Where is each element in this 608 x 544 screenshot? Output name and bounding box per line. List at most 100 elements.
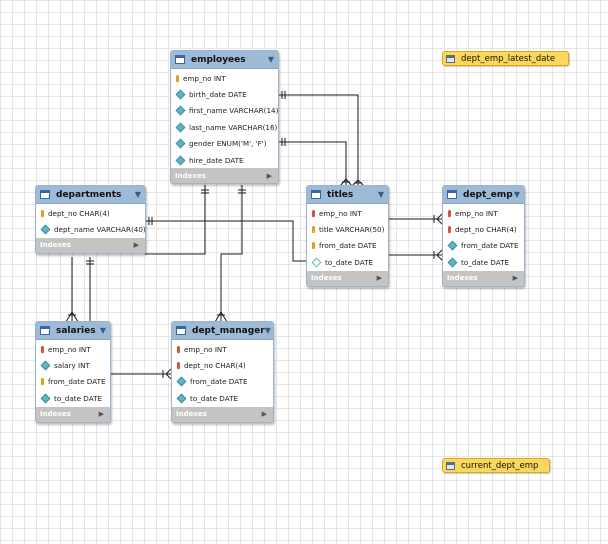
column-row[interactable]: from_date DATE (36, 374, 110, 390)
expand-arrow-icon[interactable]: ▶ (133, 241, 139, 250)
table-name: titles (327, 189, 354, 200)
column-label: from_date DATE (319, 241, 377, 251)
view-name: dept_emp_latest_date (461, 53, 556, 64)
column-row[interactable]: first_name VARCHAR(14) (171, 103, 278, 119)
column-diamond-icon (447, 257, 458, 268)
rel-employees-titles-2 (278, 141, 347, 186)
view-dept-emp-latest-date[interactable]: dept_emp_latest_date (442, 51, 569, 66)
table-icon (40, 326, 50, 335)
table-name: salaries (56, 325, 96, 336)
column-row[interactable]: emp_no INT (307, 205, 388, 221)
expand-arrow-icon[interactable]: ▶ (261, 410, 267, 419)
column-row[interactable]: emp_no INT (443, 205, 524, 221)
view-current-dept-emp[interactable]: current_dept_emp (442, 458, 550, 473)
column-row[interactable]: to_date DATE (307, 254, 388, 270)
column-label: dept_no CHAR(4) (48, 208, 110, 218)
column-diamond-icon (175, 138, 186, 149)
column-row[interactable]: from_date DATE (307, 238, 388, 254)
column-row[interactable]: dept_no CHAR(4) (36, 205, 145, 221)
table-header[interactable]: dept_manager ▼ (172, 322, 273, 340)
column-diamond-icon (40, 360, 51, 371)
column-row[interactable]: last_name VARCHAR(16) (171, 119, 278, 135)
column-row[interactable]: emp_no INT (172, 341, 273, 357)
indexes-label: Indexes (311, 274, 342, 283)
collapse-arrow-icon[interactable]: ▼ (267, 55, 274, 64)
collapse-arrow-icon[interactable]: ▼ (134, 190, 141, 199)
table-header[interactable]: employees ▼ (171, 51, 278, 69)
view-name: current_dept_emp (461, 460, 539, 471)
expand-arrow-icon[interactable]: ▶ (266, 171, 272, 180)
column-label: title VARCHAR(50) (319, 225, 385, 235)
column-row[interactable]: title VARCHAR(50) (307, 221, 388, 237)
column-row[interactable]: salary INT (36, 357, 110, 373)
column-label: emp_no INT (319, 208, 362, 218)
column-row[interactable]: to_date DATE (443, 254, 524, 270)
column-row[interactable]: birth_date DATE (171, 86, 278, 102)
collapse-arrow-icon[interactable]: ▼ (377, 190, 384, 199)
table-salaries[interactable]: salaries ▼ emp_no INT salary INT from_da… (35, 321, 111, 423)
indexes-label: Indexes (176, 410, 207, 419)
column-row[interactable]: dept_name VARCHAR(40) (36, 221, 145, 237)
foreign-key-icon (448, 226, 451, 234)
table-header[interactable]: dept_emp ▼ (443, 186, 524, 204)
column-label: to_date DATE (325, 257, 373, 267)
column-label: from_date DATE (190, 377, 248, 387)
expand-arrow-icon[interactable]: ▶ (98, 410, 104, 419)
collapse-arrow-icon[interactable]: ▼ (264, 326, 271, 335)
indexes-bar[interactable]: Indexes▶ (171, 168, 278, 184)
column-row[interactable]: emp_no INT (36, 341, 110, 357)
column-diamond-icon (447, 241, 458, 251)
column-row[interactable]: gender ENUM('M', 'F') (171, 136, 278, 152)
column-diamond-icon (176, 377, 187, 387)
column-row[interactable]: hire_date DATE (171, 152, 278, 168)
table-header[interactable]: salaries ▼ (36, 322, 110, 340)
column-diamond-outline-icon (311, 257, 322, 268)
column-diamond-icon (40, 393, 51, 404)
column-row[interactable]: to_date DATE (36, 390, 110, 406)
table-name: employees (191, 54, 246, 65)
table-dept-emp[interactable]: dept_emp ▼ emp_no INT dept_no CHAR(4) fr… (442, 185, 525, 287)
column-label: hire_date DATE (189, 155, 244, 165)
primary-key-icon (176, 74, 179, 82)
column-row[interactable]: dept_no CHAR(4) (172, 357, 273, 373)
column-diamond-icon (176, 393, 187, 404)
rel-employees-titles (278, 94, 359, 186)
column-label: emp_no INT (183, 73, 226, 83)
indexes-bar[interactable]: Indexes▶ (36, 237, 145, 253)
column-label: to_date DATE (190, 393, 238, 403)
column-row[interactable]: from_date DATE (172, 374, 273, 390)
column-diamond-icon (40, 224, 51, 235)
foreign-key-icon (177, 362, 180, 370)
table-icon (176, 326, 186, 335)
column-row[interactable]: emp_no INT (171, 70, 278, 86)
column-label: first_name VARCHAR(14) (189, 106, 279, 116)
table-employees[interactable]: employees ▼ emp_no INT birth_date DATE f… (170, 50, 279, 185)
table-departments[interactable]: departments ▼ dept_no CHAR(4) dept_name … (35, 185, 146, 254)
primary-key-icon (312, 226, 315, 234)
foreign-key-icon (448, 209, 451, 217)
table-icon (447, 190, 457, 199)
indexes-bar[interactable]: Indexes▶ (36, 406, 110, 422)
expand-arrow-icon[interactable]: ▶ (512, 274, 518, 283)
rel-employees-departments (145, 185, 206, 255)
table-icon (40, 190, 50, 199)
indexes-bar[interactable]: Indexes▶ (443, 270, 524, 286)
indexes-bar[interactable]: Indexes ▶ (307, 270, 388, 286)
primary-key-icon (41, 378, 44, 386)
collapse-arrow-icon[interactable]: ▼ (513, 190, 520, 199)
indexes-bar[interactable]: Indexes ▶ (172, 406, 273, 422)
column-row[interactable]: to_date DATE (172, 390, 273, 406)
foreign-key-icon (41, 345, 44, 353)
column-row[interactable]: from_date DATE (443, 238, 524, 254)
table-titles[interactable]: titles ▼ emp_no INT title VARCHAR(50) fr… (306, 185, 389, 287)
table-dept-manager[interactable]: dept_manager ▼ emp_no INT dept_no CHAR(4… (171, 321, 274, 423)
table-header[interactable]: titles ▼ (307, 186, 388, 204)
column-row[interactable]: dept_no CHAR(4) (443, 221, 524, 237)
table-header[interactable]: departments ▼ (36, 186, 145, 204)
expand-arrow-icon[interactable]: ▶ (376, 274, 382, 283)
table-name: dept_emp (463, 189, 513, 200)
table-icon (311, 190, 321, 199)
collapse-arrow-icon[interactable]: ▼ (99, 326, 106, 335)
column-label: from_date DATE (461, 241, 519, 251)
